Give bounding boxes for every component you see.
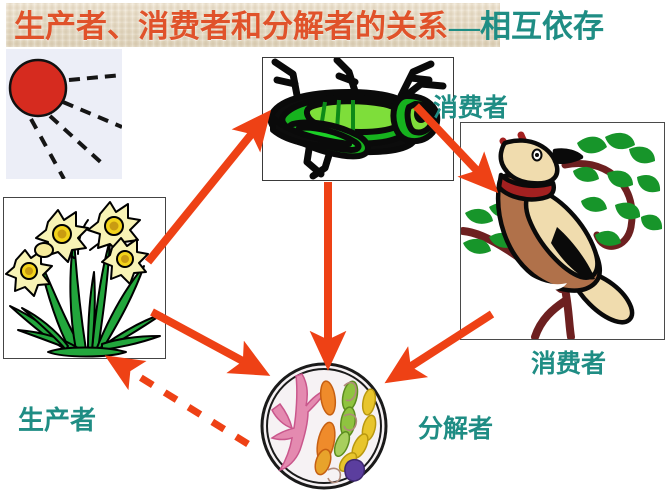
sun-image bbox=[6, 49, 122, 179]
microbe-illustration bbox=[256, 358, 393, 495]
bird-illustration bbox=[461, 123, 664, 339]
title-sub-text: —相互依存 bbox=[449, 8, 604, 44]
label-decomposer: 分解者 bbox=[418, 416, 494, 443]
daffodil-illustration bbox=[4, 198, 165, 358]
page-title: 生产者、消费者和分解者的关系 —相互依存 bbox=[14, 0, 604, 46]
sun-illustration bbox=[6, 49, 122, 179]
label-consumer-insect: 消费者 bbox=[433, 95, 509, 122]
title-banner bbox=[6, 3, 500, 47]
title-main-text: 生产者、消费者和分解者的关系 bbox=[14, 8, 448, 44]
label-producer: 生产者 bbox=[18, 406, 97, 435]
decomposer-image bbox=[256, 358, 393, 495]
bird-image bbox=[460, 122, 665, 340]
label-consumer-bird: 消费者 bbox=[531, 351, 607, 378]
grasshopper-illustration bbox=[263, 58, 453, 180]
plant-image bbox=[3, 197, 166, 359]
arrow-plant-to-decomposer bbox=[150, 308, 271, 376]
arrow-decomposer-to-plant bbox=[104, 355, 250, 447]
grasshopper-image bbox=[262, 57, 454, 181]
